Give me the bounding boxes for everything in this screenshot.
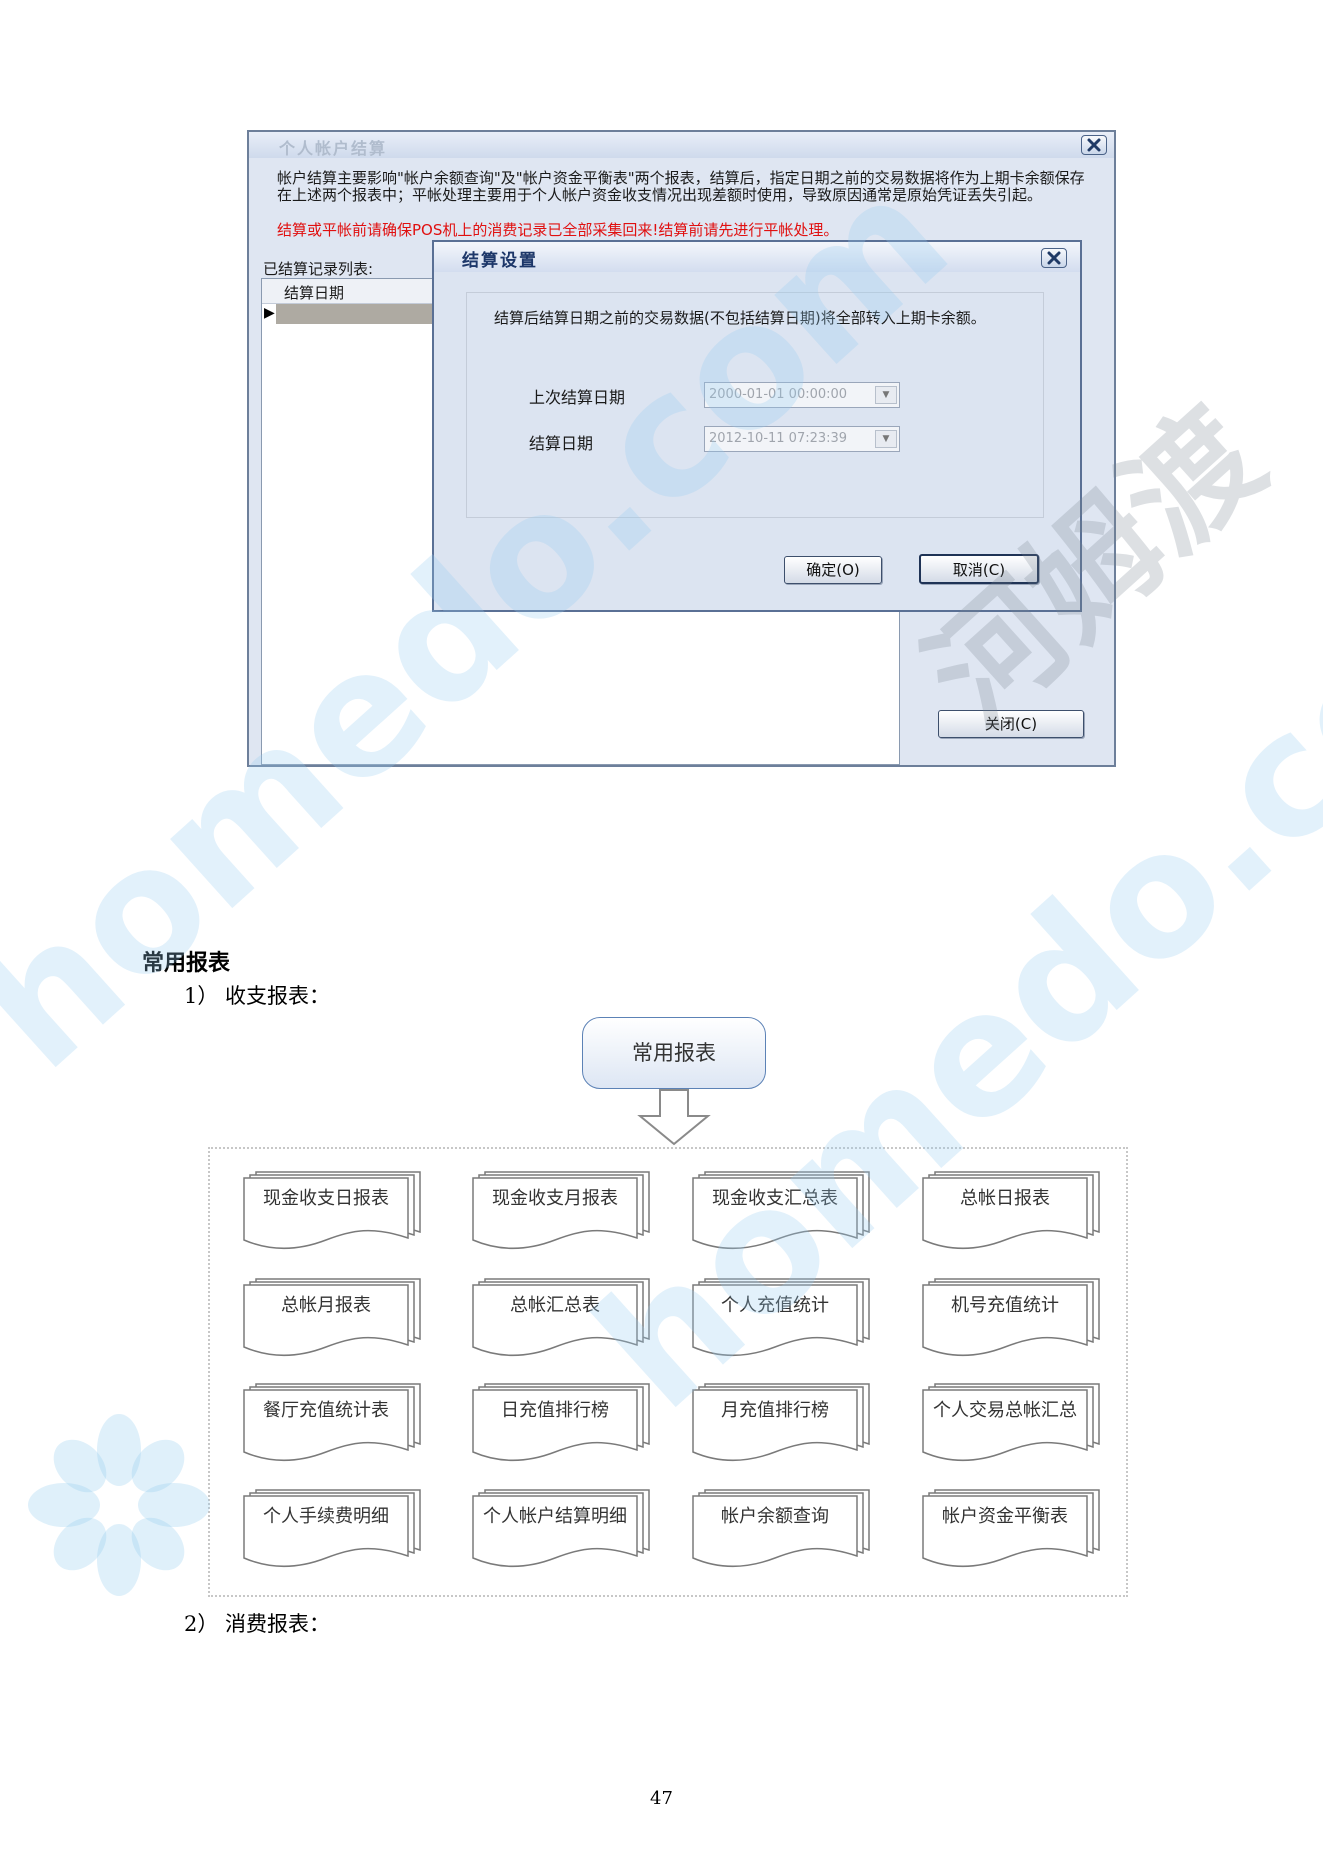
- dialog-explanation: 结算后结算日期之前的交易数据(不包括结算日期)将全部转入上期卡余额。: [494, 309, 986, 327]
- row-pointer-icon: ▶: [264, 305, 275, 321]
- report-node: 帐户余额查询: [691, 1484, 881, 1576]
- report-label: 月充值排行榜: [721, 1400, 829, 1421]
- close-button[interactable]: 关闭(C): [938, 710, 1084, 738]
- dialog-title-bar: 结算设置: [434, 242, 1080, 272]
- report-label: 日充值排行榜: [501, 1400, 609, 1421]
- report-node: 餐厅充值统计表: [242, 1378, 432, 1470]
- dialog-group-box: [466, 292, 1044, 518]
- report-label: 个人充值统计: [721, 1295, 829, 1316]
- window-close-button[interactable]: [1081, 135, 1107, 155]
- document-stack-icon: [472, 1383, 650, 1461]
- window-title: 个人帐户结算: [279, 139, 388, 158]
- report-label: 现金收支汇总表: [712, 1188, 838, 1209]
- report-node: 月充值排行榜: [691, 1378, 881, 1470]
- report-label: 个人手续费明细: [263, 1506, 389, 1527]
- report-label: 总帐日报表: [960, 1188, 1050, 1209]
- report-node: 帐户资金平衡表: [921, 1484, 1111, 1576]
- document-stack-icon: [472, 1489, 650, 1567]
- document-stack-icon: [922, 1489, 1100, 1567]
- last-settle-date-label: 上次结算日期: [529, 388, 626, 407]
- settle-date-field[interactable]: 2012-10-11 07:23:39 ▼: [704, 426, 900, 452]
- chevron-down-icon: ▼: [875, 386, 897, 404]
- report-label: 个人交易总帐汇总: [933, 1400, 1077, 1421]
- document-stack-icon: [243, 1489, 421, 1567]
- flowchart-root-node: 常用报表: [582, 1017, 766, 1089]
- document-stack-icon: [243, 1171, 421, 1249]
- document-stack-icon: [472, 1171, 650, 1249]
- report-node: 现金收支月报表: [471, 1166, 661, 1258]
- report-node: 日充值排行榜: [471, 1378, 661, 1470]
- report-node: 现金收支汇总表: [691, 1166, 881, 1258]
- report-label: 现金收支日报表: [263, 1188, 389, 1209]
- report-node: 个人充值统计: [691, 1273, 881, 1365]
- document-stack-icon: [243, 1278, 421, 1356]
- document-stack-icon: [922, 1171, 1100, 1249]
- report-label: 现金收支月报表: [492, 1188, 618, 1209]
- settle-date-label: 结算日期: [529, 434, 594, 453]
- settled-list-label: 已结算记录列表:: [263, 260, 374, 278]
- chevron-down-icon[interactable]: ▼: [875, 430, 897, 448]
- report-node: 个人交易总帐汇总: [921, 1378, 1111, 1470]
- window-warning: 结算或平帐前请确保POS机上的消费记录已全部采集回来!结算前请先进行平帐处理。: [277, 221, 839, 239]
- report-node: 机号充值统计: [921, 1273, 1111, 1365]
- window-description: 帐户结算主要影响"帐户余额查询"及"帐户资金平衡表"两个报表，结算后，指定日期之…: [277, 169, 1085, 204]
- report-node: 总帐汇总表: [471, 1273, 661, 1365]
- document-stack-icon: [922, 1383, 1100, 1461]
- report-node: 个人手续费明细: [242, 1484, 432, 1576]
- report-label: 帐户资金平衡表: [942, 1506, 1068, 1527]
- page-number: 47: [650, 1788, 673, 1809]
- document-stack-icon: [692, 1278, 870, 1356]
- down-arrow-icon: [637, 1089, 711, 1146]
- settlement-dialog: 结算设置 结算后结算日期之前的交易数据(不包括结算日期)将全部转入上期卡余额。 …: [432, 240, 1082, 612]
- last-settle-date-field: 2000-01-01 00:00:00 ▼: [704, 382, 900, 408]
- section-heading: 常用报表: [142, 950, 231, 976]
- document-stack-icon: [692, 1171, 870, 1249]
- report-node: 个人帐户结算明细: [471, 1484, 661, 1576]
- ok-button[interactable]: 确定(O): [784, 556, 882, 584]
- last-settle-date-value: 2000-01-01 00:00:00: [709, 387, 848, 402]
- document-stack-icon: [472, 1278, 650, 1356]
- close-icon: [1087, 138, 1101, 152]
- report-label: 总帐汇总表: [510, 1295, 600, 1316]
- report-label: 帐户余额查询: [721, 1506, 829, 1527]
- report-node: 总帐日报表: [921, 1166, 1111, 1258]
- document-stack-icon: [243, 1383, 421, 1461]
- document-stack-icon: [692, 1489, 870, 1567]
- window-title-bar: 个人帐户结算: [249, 132, 1114, 158]
- cancel-button[interactable]: 取消(C): [919, 554, 1039, 584]
- close-icon: [1047, 251, 1061, 265]
- report-node: 总帐月报表: [242, 1273, 432, 1365]
- settle-date-value: 2012-10-11 07:23:39: [709, 431, 848, 446]
- document-stack-icon: [922, 1278, 1100, 1356]
- report-label: 个人帐户结算明细: [483, 1506, 627, 1527]
- column-header-settle-date[interactable]: 结算日期: [284, 284, 345, 302]
- dialog-close-button[interactable]: [1041, 248, 1067, 268]
- watermark-flower-icon: [28, 1414, 210, 1596]
- report-label: 餐厅充值统计表: [263, 1400, 389, 1421]
- dialog-title: 结算设置: [462, 251, 538, 271]
- report-node: 现金收支日报表: [242, 1166, 432, 1258]
- report-label: 机号充值统计: [951, 1295, 1059, 1316]
- report-label: 总帐月报表: [281, 1295, 371, 1316]
- document-stack-icon: [692, 1383, 870, 1461]
- list-item-income-expense: 1） 收支报表：: [184, 984, 331, 1008]
- list-item-consumption: 2） 消费报表：: [184, 1612, 331, 1636]
- reports-group-frame: [208, 1147, 1128, 1597]
